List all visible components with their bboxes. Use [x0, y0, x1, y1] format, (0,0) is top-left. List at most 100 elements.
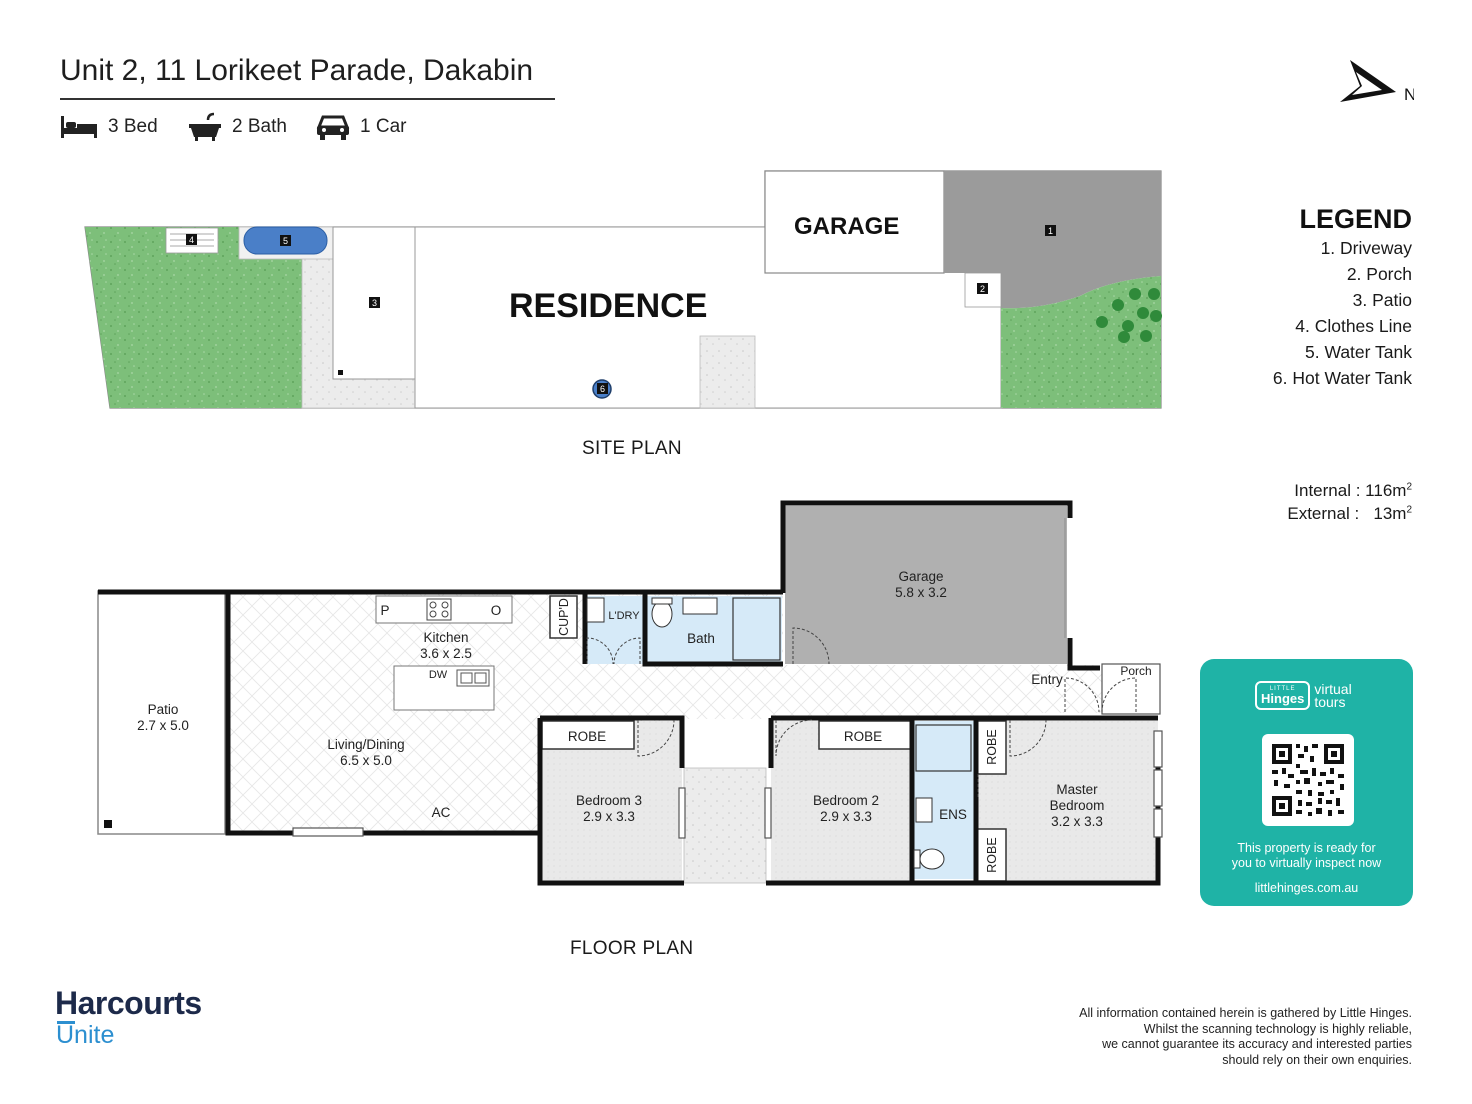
marker-1: 1	[1048, 226, 1053, 236]
external-area-unit: 2	[1406, 504, 1412, 516]
fp-bath-label: Bath	[687, 631, 715, 646]
site-driveway	[944, 171, 1161, 309]
fp-robe-bed3-label: ROBE	[568, 729, 606, 744]
bed-count: 3 Bed	[60, 112, 158, 142]
fp-robe-master-bottom-label: ROBE	[985, 837, 999, 872]
agency-logo-name: Harcourts	[55, 985, 202, 1021]
fp-garage	[785, 506, 1067, 664]
car-icon	[316, 115, 350, 140]
legend-item: 2. Porch	[1346, 264, 1412, 284]
fp-robe-master-top-label: ROBE	[985, 729, 999, 764]
fp-dishwasher-label: DW	[429, 669, 448, 681]
vt-line1: virtual	[1314, 680, 1352, 697]
fp-garage-name: Garage	[898, 569, 943, 584]
basin-bath	[682, 597, 718, 615]
residence-label: RESIDENCE	[509, 287, 707, 325]
fp-patio-dims: 2.7 x 5.0	[137, 718, 189, 733]
disclaimer-line: All information contained herein is gath…	[1079, 1006, 1412, 1020]
shrubs	[1096, 288, 1162, 343]
legend-item: 4. Clothes Line	[1295, 316, 1412, 336]
agency-logo-accent	[57, 1021, 75, 1024]
marker-3: 3	[372, 298, 377, 308]
internal-area-value: 116m	[1365, 481, 1407, 500]
brand-name: Hinges	[1261, 691, 1305, 706]
fp-master-dims: 3.2 x 3.3	[1051, 814, 1103, 829]
external-area-label: External :	[1287, 504, 1360, 523]
title-divider	[60, 98, 555, 100]
fp-master-line2: Bedroom	[1050, 798, 1105, 813]
site-plan-caption: SITE PLAN	[582, 438, 682, 459]
fp-bed2-dims: 2.9 x 3.3	[820, 809, 872, 824]
property-title: Unit 2, 11 Lorikeet Parade, Dakabin	[60, 54, 534, 87]
little-hinges-logo: LITTLE Hinges virtual tours	[1255, 681, 1352, 710]
fp-ensuite-label: ENS	[939, 807, 967, 822]
internal-area-unit: 2	[1406, 481, 1412, 493]
fp-living-area	[228, 594, 1102, 831]
toilet-bath	[651, 600, 673, 628]
marker-6: 6	[600, 384, 605, 394]
toilet-ens	[919, 848, 945, 870]
vt-msg-line2: you to virtually inspect now	[1231, 856, 1382, 870]
marker-2: 2	[980, 284, 985, 294]
internal-area: Internal : 116m2	[1294, 481, 1412, 501]
fp-patio	[97, 590, 226, 835]
fp-porch-label: Porch	[1120, 664, 1151, 678]
north-arrow: N	[1338, 58, 1416, 113]
external-area-value: 13m	[1373, 504, 1407, 523]
disclaimer-line: we cannot guarantee its accuracy and int…	[1102, 1037, 1412, 1051]
bath-label: 2 Bath	[232, 116, 287, 137]
legend-item: 3. Patio	[1352, 290, 1412, 310]
fp-cupboard	[549, 595, 578, 639]
fp-kitchen-name: Kitchen	[423, 630, 468, 645]
fp-living-dims: 6.5 x 5.0	[340, 753, 392, 768]
fp-pantry-label: P	[380, 603, 389, 618]
virtual-tour-card[interactable]: LITTLE Hinges virtual tours	[1200, 659, 1413, 906]
fp-robe-master-top	[975, 720, 1007, 775]
fp-entry-label: Entry	[1031, 672, 1063, 687]
fp-kitchen-dims: 3.6 x 2.5	[420, 646, 472, 661]
bed-label: 3 Bed	[108, 116, 158, 137]
marker-4: 4	[189, 235, 194, 245]
vt-line2: tours	[1314, 693, 1346, 710]
qr-code[interactable]	[1262, 734, 1354, 826]
fp-bed3-dims: 2.9 x 3.3	[583, 809, 635, 824]
external-area: External : 13m2	[1287, 504, 1412, 524]
site-garage	[764, 170, 945, 274]
legend-item: 5. Water Tank	[1305, 342, 1412, 362]
legend-item: 6. Hot Water Tank	[1272, 368, 1412, 388]
fp-porch	[1101, 663, 1161, 715]
brand-small: LITTLE	[1269, 686, 1296, 692]
fp-garage-dims: 5.8 x 3.2	[895, 585, 947, 600]
virtual-tours-wordmark: virtual tours	[1314, 680, 1352, 710]
internal-area-label: Internal :	[1294, 481, 1361, 500]
site-markers: 1 2 3 4 5 6	[186, 225, 1056, 394]
north-label: N	[1404, 85, 1414, 104]
qr-code-icon	[1272, 744, 1344, 816]
disclaimer: All information contained herein is gath…	[1032, 1006, 1412, 1068]
fp-bed2-name: Bedroom 2	[813, 793, 879, 808]
marker-5: 5	[283, 236, 288, 246]
floor-plan: Garage 5.8 x 3.2 Patio 2.7 x 5.0 Kitchen…	[97, 500, 1163, 886]
laundry-tub	[586, 597, 605, 623]
fp-robe-bed2-label: ROBE	[844, 729, 882, 744]
agency-logo-sub: Unite	[56, 1021, 115, 1049]
garage-label: GARAGE	[794, 213, 899, 240]
ens-shower	[915, 724, 972, 772]
bed-icon	[61, 116, 97, 138]
little-hinges-brand: LITTLE Hinges	[1255, 681, 1311, 710]
fp-living-name: Living/Dining	[327, 737, 404, 752]
ens-basin	[915, 797, 933, 823]
disclaimer-line: should rely on their own enquiries.	[1222, 1052, 1412, 1067]
disclaimer-line: Whilst the scanning technology is highly…	[1143, 1021, 1412, 1036]
fp-master-line1: Master	[1056, 782, 1098, 797]
legend-list: 1. Driveway 2. Porch 3. Patio 4. Clothes…	[1273, 235, 1412, 391]
car-label: 1 Car	[360, 116, 407, 137]
virtual-tour-message: This property is ready for you to virtua…	[1200, 841, 1413, 871]
floor-plan-caption: FLOOR PLAN	[570, 938, 694, 959]
fp-bed3-name: Bedroom 3	[576, 793, 642, 808]
virtual-tour-link[interactable]: littlehinges.com.au	[1254, 881, 1359, 895]
fp-cupboard-label: CUP'D	[557, 598, 571, 636]
fp-patio-name: Patio	[148, 702, 179, 717]
rear-lawn	[85, 227, 302, 408]
legend-item: 1. Driveway	[1320, 238, 1412, 258]
